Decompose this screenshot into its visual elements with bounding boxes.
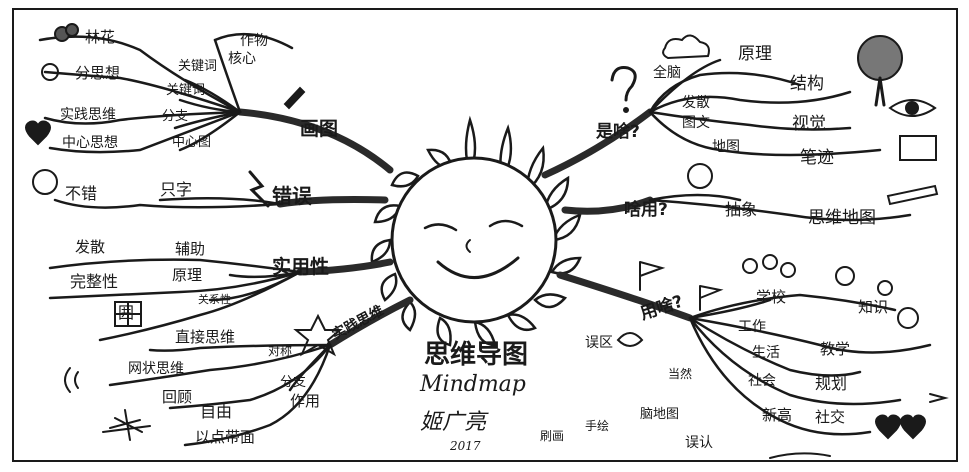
leaf-label: 脑地图 — [640, 407, 680, 422]
leaf-label: 作物 — [240, 33, 268, 49]
leaf-label: 地图 — [712, 139, 740, 155]
leaf-label: 网状思维 — [128, 361, 184, 377]
leaf-label: 误区 — [585, 335, 613, 351]
branch-label-draw: 画图 — [300, 118, 339, 140]
sun-rays — [370, 115, 582, 347]
branch-label-what: 是啥? — [596, 122, 640, 142]
leaf-label: 视觉 — [792, 114, 826, 134]
sun-face — [390, 156, 558, 324]
leaf-label: 社会 — [748, 373, 776, 389]
leaf-label: 直接思维 — [175, 328, 236, 346]
leaf-label: 不错 — [65, 184, 98, 203]
leaf-label: 囲 — [118, 303, 135, 322]
leaf-label: 自由 — [200, 402, 233, 421]
leaf-label: 对称 — [268, 344, 293, 358]
leaf-label: 只字 — [160, 180, 193, 199]
leaf-label: 教学 — [820, 340, 851, 358]
leaf-label: 刷画 — [540, 429, 565, 443]
leaf-label: 生活 — [752, 345, 780, 361]
leaf-label: 发散 — [75, 238, 106, 256]
leaf-label: 作用 — [290, 392, 321, 410]
leaf-label: 分支 — [162, 109, 189, 124]
leaf-label: 抽象 — [725, 200, 758, 219]
leaf-label: 以点带面 — [195, 428, 256, 446]
leaf-label: 核心 — [228, 51, 256, 67]
leaf-label: 知识 — [858, 298, 889, 316]
leaf-label: 原理 — [738, 44, 772, 64]
leaf-label: 全脑 — [653, 65, 681, 81]
leaf-label: 当然 — [668, 367, 693, 381]
branch-label-useful: 实用性 — [272, 256, 330, 278]
leaf-label: 关系性 — [198, 293, 231, 306]
leaf-label: 误认 — [685, 435, 713, 451]
leaf-label: 工作 — [738, 319, 766, 335]
leaf-label: 回顾 — [162, 388, 193, 406]
leaf-label: 社交 — [815, 408, 846, 426]
center-title: 思维导图 — [424, 340, 529, 370]
leaf-label: 分思想 — [75, 64, 121, 82]
signature: 姬广亮 — [420, 410, 487, 435]
leaf-label: 辅助 — [175, 240, 206, 258]
leaf-label: 发散 — [682, 95, 710, 111]
leaf-label: 林花 — [85, 28, 116, 46]
leaf-label: 学校 — [756, 288, 787, 306]
branch-label-mistake: 错误 — [272, 184, 312, 208]
leaf-label: 关键词 — [178, 59, 218, 74]
leaf-label: 新高 — [762, 406, 793, 424]
leaf-label: 中心思想 — [62, 135, 118, 151]
leaf-label: 思维地图 — [808, 208, 876, 228]
branch-label-purpose: 啥用? — [624, 200, 668, 220]
leaf-label: 实践思维 — [60, 107, 116, 123]
center-subtitle: Mindmap — [420, 372, 526, 397]
leaf-label: 完整性 — [70, 272, 119, 291]
leaf-label: 原理 — [172, 266, 203, 284]
leaf-label: 结构 — [790, 74, 824, 94]
leaf-label: 中心图 — [172, 135, 212, 150]
leaf-label: 关键词 — [166, 83, 206, 98]
leaf-label: 规划 — [815, 374, 848, 393]
signature-year: 2017 — [450, 439, 481, 453]
leaf-label: 分支 — [280, 375, 307, 390]
leaf-label: 图文 — [682, 115, 710, 131]
leaf-label: 笔迹 — [800, 148, 834, 168]
leaf-label: 手绘 — [585, 419, 610, 433]
